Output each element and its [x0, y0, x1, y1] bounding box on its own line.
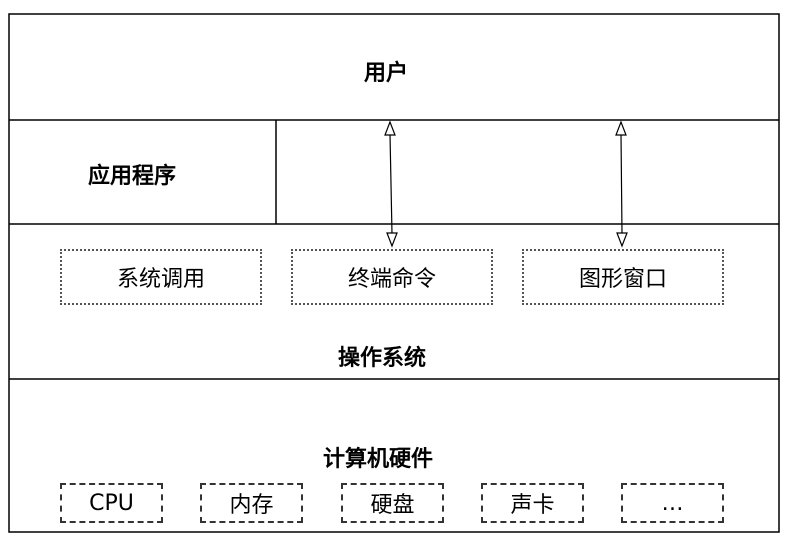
hardware-item-soundcard: 声卡 — [481, 483, 584, 523]
arrow-user-terminal — [384, 120, 398, 248]
application-layer-label: 应用程序 — [88, 164, 177, 189]
os-item-syscall: 系统调用 — [60, 249, 262, 305]
hardware-item-cpu: CPU — [60, 483, 163, 523]
outer-border — [8, 13, 780, 533]
user-layer-label: 用户 — [364, 61, 409, 86]
hardware-item-more: … — [621, 483, 724, 523]
os-item-terminal: 终端命令 — [291, 249, 493, 305]
hardware-item-memory: 内存 — [200, 483, 303, 523]
os-layer-label: 操作系统 — [338, 346, 427, 371]
arrow-user-gui — [615, 120, 628, 248]
hardware-layer-label: 计算机硬件 — [323, 447, 434, 472]
hardware-item-disk: 硬盘 — [341, 483, 444, 523]
os-item-gui: 图形窗口 — [522, 249, 724, 305]
